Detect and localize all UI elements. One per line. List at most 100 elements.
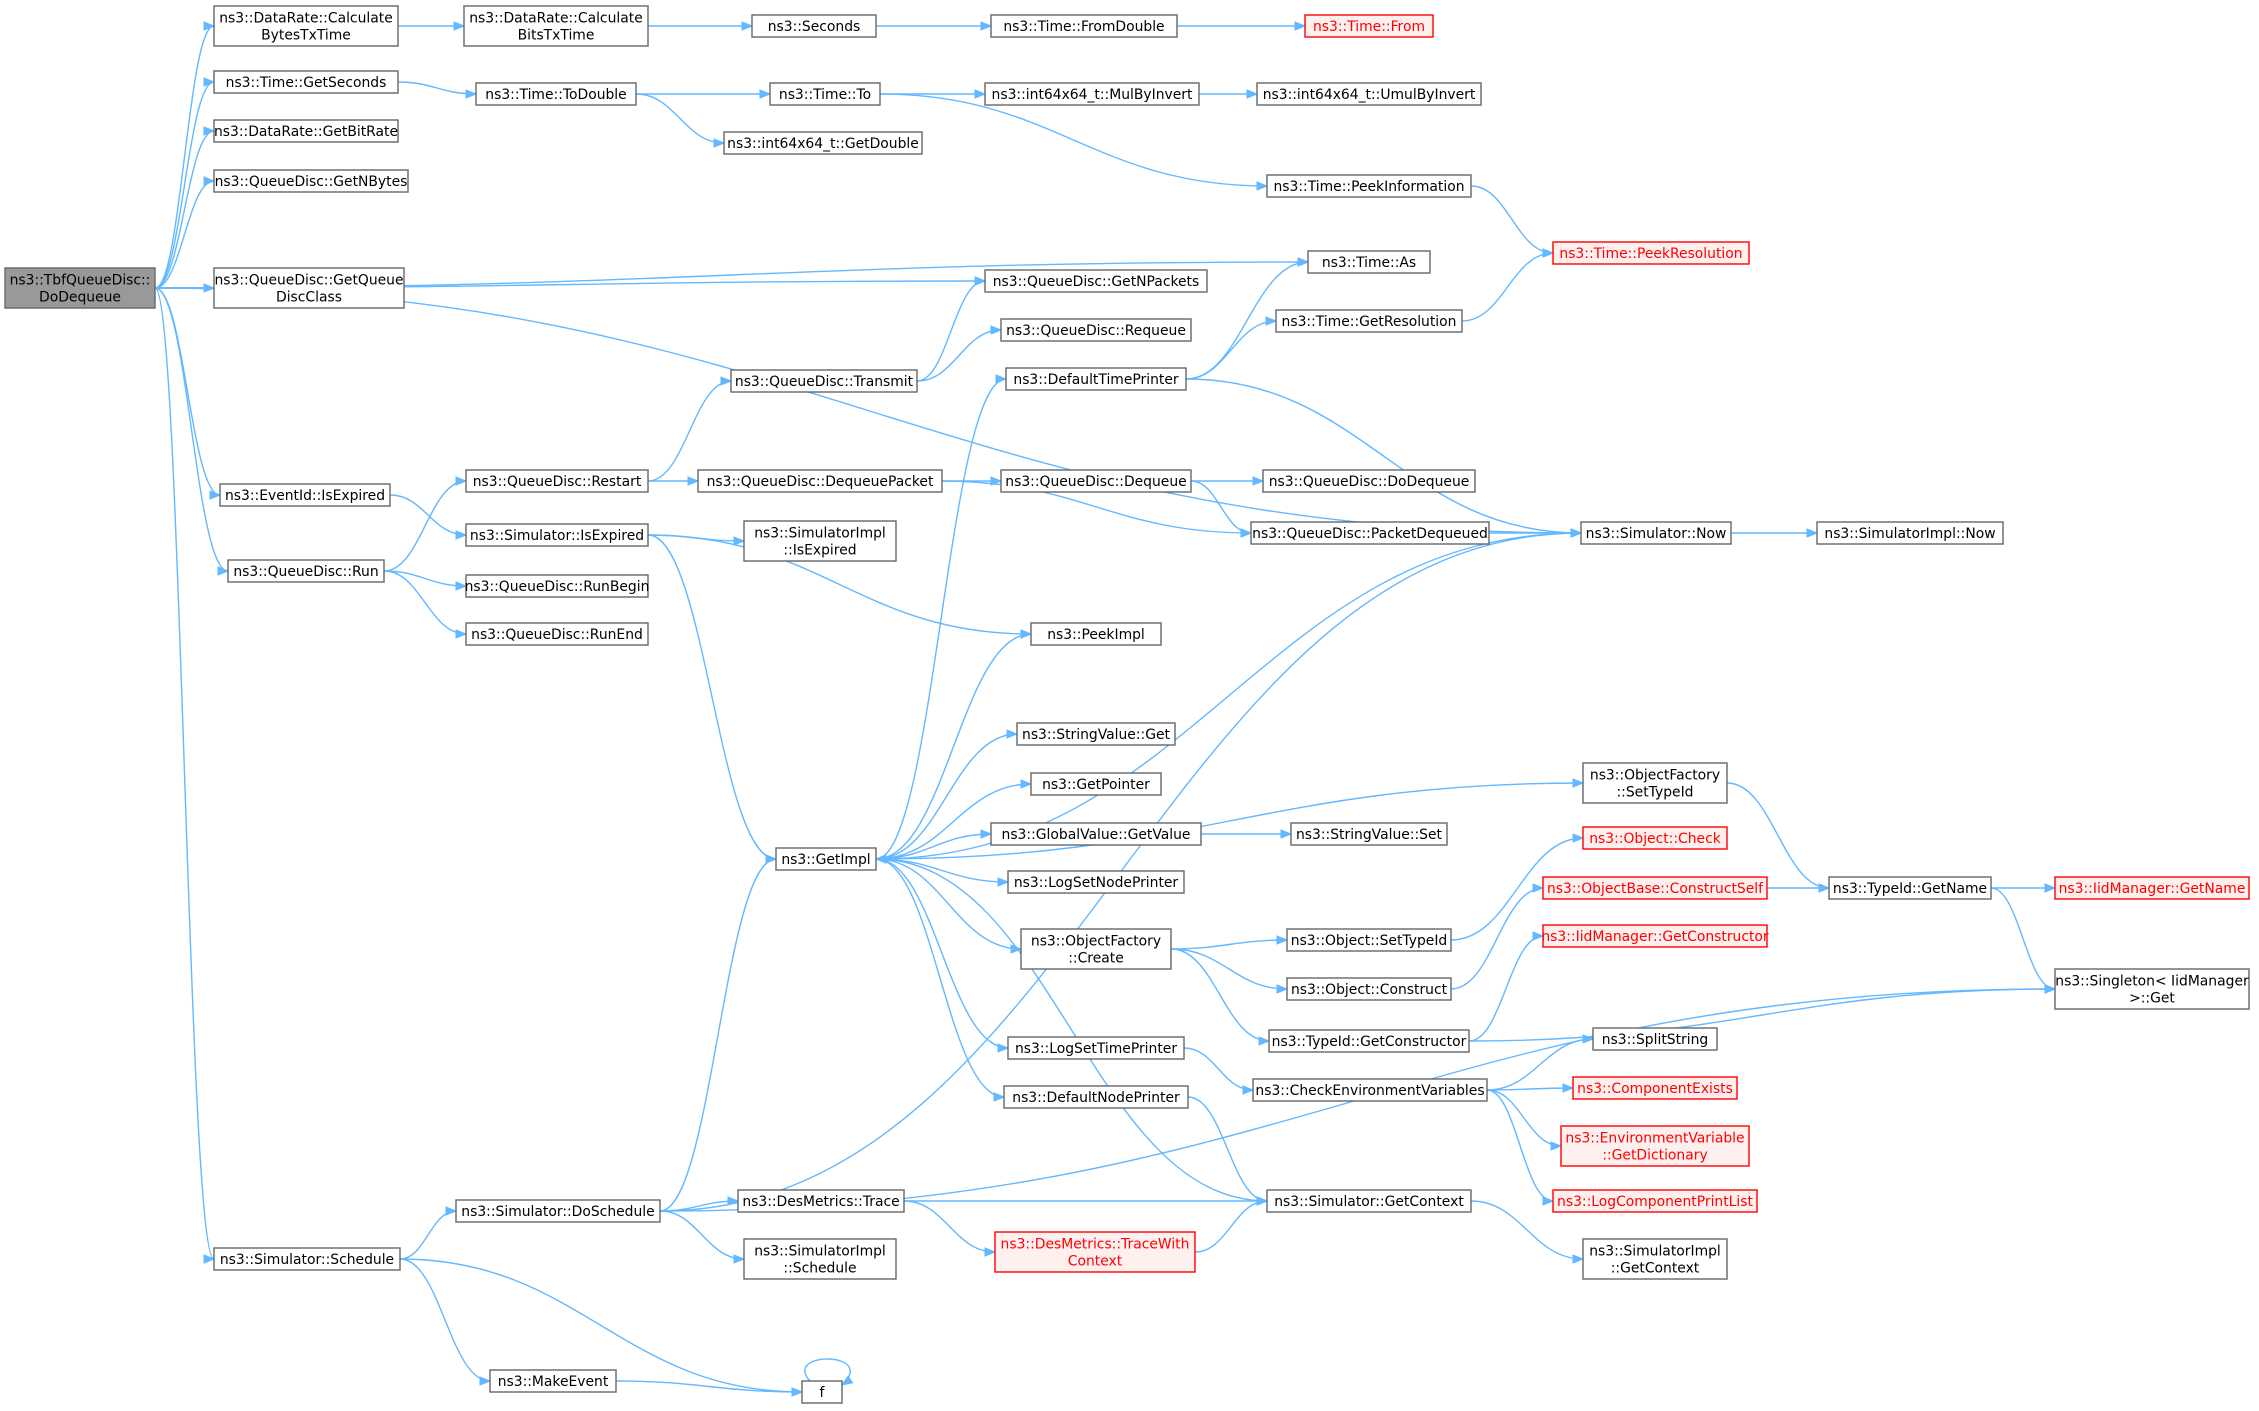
node-label: ns3::IidManager::GetName	[2059, 881, 2246, 897]
node-qd-runbegin[interactable]: ns3::QueueDisc::RunBegin	[465, 574, 650, 598]
node-simimpl-isexpired[interactable]: ns3::SimulatorImpl::IsExpired	[743, 520, 897, 562]
node-typeid-getname[interactable]: ns3::TypeId::GetName	[1828, 876, 1992, 900]
node-qd-getnpackets[interactable]: ns3::QueueDisc::GetNPackets	[984, 269, 1208, 293]
node-label: ::Schedule	[783, 1261, 856, 1277]
node-eventid-isexpired[interactable]: ns3::EventId::IsExpired	[219, 483, 391, 507]
node-seconds[interactable]: ns3::Seconds	[751, 14, 877, 38]
node-sim-getcontext[interactable]: ns3::Simulator::GetContext	[1266, 1189, 1472, 1213]
node-sim-now[interactable]: ns3::Simulator::Now	[1580, 521, 1732, 545]
node-defaultnodeprinter[interactable]: ns3::DefaultNodePrinter	[1003, 1085, 1189, 1109]
node-time-from[interactable]: ns3::Time::From	[1304, 14, 1434, 38]
node-object-settypeid[interactable]: ns3::Object::SetTypeId	[1286, 928, 1452, 952]
node-logcomponentprintlist[interactable]: ns3::LogComponentPrintList	[1552, 1189, 1758, 1213]
node-getimpl[interactable]: ns3::GetImpl	[775, 847, 877, 871]
node-label: ns3::SimulatorImpl	[754, 526, 886, 542]
node-time-peekresolution[interactable]: ns3::Time::PeekResolution	[1552, 241, 1750, 265]
node-peekimpl[interactable]: ns3::PeekImpl	[1030, 622, 1162, 646]
node-int64-mulbyinvert[interactable]: ns3::int64x64_t::MulByInvert	[984, 82, 1200, 106]
node-label: ns3::CheckEnvironmentVariables	[1255, 1083, 1484, 1099]
edge-qd_run-to-qd_restart	[383, 476, 468, 572]
node-time-peekinformation[interactable]: ns3::Time::PeekInformation	[1266, 174, 1472, 198]
node-label: ::Create	[1068, 951, 1124, 967]
node-object-construct[interactable]: ns3::Object::Construct	[1286, 977, 1452, 1001]
node-label: ::GetDictionary	[1602, 1148, 1707, 1164]
node-logsetnodeprinter[interactable]: ns3::LogSetNodePrinter	[1007, 870, 1185, 894]
node-qd-runend[interactable]: ns3::QueueDisc::RunEnd	[465, 622, 649, 646]
node-time-getseconds[interactable]: ns3::Time::GetSeconds	[213, 70, 399, 94]
node-label: ns3::DefaultNodePrinter	[1012, 1090, 1180, 1106]
node-desmetrics-trace[interactable]: ns3::DesMetrics::Trace	[737, 1189, 905, 1213]
node-label: ns3::GetPointer	[1042, 777, 1150, 793]
node-label: ns3::Object::Check	[1589, 831, 1721, 847]
node-object-check[interactable]: ns3::Object::Check	[1582, 826, 1728, 850]
node-dr-getbitrate[interactable]: ns3::DataRate::GetBitRate	[213, 119, 399, 143]
node-typeid-getconstructor[interactable]: ns3::TypeId::GetConstructor	[1268, 1029, 1470, 1053]
edge-sim_doschedule-to-simimpl_schedule	[659, 1210, 746, 1264]
node-label: ns3::Simulator::IsExpired	[470, 528, 644, 544]
node-getpointer[interactable]: ns3::GetPointer	[1030, 772, 1162, 796]
node-logsettimeprinter[interactable]: ns3::LogSetTimePrinter	[1007, 1036, 1185, 1060]
node-sim-doschedule[interactable]: ns3::Simulator::DoSchedule	[455, 1199, 661, 1223]
node-f[interactable]: f	[801, 1380, 843, 1404]
edge-int64_mulbyinvert-to-int64_umulbyinvert	[1199, 89, 1259, 99]
node-label: ns3::Time::FromDouble	[1003, 19, 1164, 35]
node-stringvalue-set[interactable]: ns3::StringValue::Set	[1290, 822, 1448, 846]
node-label: ns3::GetImpl	[781, 852, 870, 868]
node-sim-isexpired[interactable]: ns3::Simulator::IsExpired	[465, 523, 649, 547]
node-time-getresolution[interactable]: ns3::Time::GetResolution	[1275, 309, 1463, 333]
node-label: ns3::QueueDisc::GetQueue	[214, 273, 403, 289]
node-defaulttimeprinter[interactable]: ns3::DefaultTimePrinter	[1005, 367, 1187, 391]
node-time-todouble[interactable]: ns3::Time::ToDouble	[475, 82, 637, 106]
node-label: ns3::Simulator::GetContext	[1274, 1194, 1464, 1210]
node-splitstring[interactable]: ns3::SplitString	[1592, 1027, 1718, 1051]
edge-qd_restart-to-qd_dequeuepacket	[648, 476, 700, 486]
node-qd-transmit[interactable]: ns3::QueueDisc::Transmit	[730, 369, 918, 393]
node-iidmanager-getname[interactable]: ns3::IidManager::GetName	[2054, 876, 2250, 900]
edge-root-to-dr_calc_bytes	[154, 21, 216, 289]
node-qd-requeue[interactable]: ns3::QueueDisc::Requeue	[1000, 318, 1192, 342]
edge-sim_schedule-to-sim_doschedule	[399, 1206, 458, 1260]
node-qd-dequeuepacket[interactable]: ns3::QueueDisc::DequeuePacket	[697, 469, 943, 493]
edge-getimpl-to-defaultnodeprinter	[875, 858, 1006, 1102]
node-qd-packetdequeued[interactable]: ns3::QueueDisc::PacketDequeued	[1250, 521, 1490, 545]
node-int64-getdouble[interactable]: ns3::int64x64_t::GetDouble	[723, 131, 923, 155]
node-time-fromdouble[interactable]: ns3::Time::FromDouble	[990, 14, 1178, 38]
node-time-as[interactable]: ns3::Time::As	[1307, 250, 1431, 274]
node-simimpl-now[interactable]: ns3::SimulatorImpl::Now	[1816, 521, 2004, 545]
node-envvar-getdictionary[interactable]: ns3::EnvironmentVariable::GetDictionary	[1560, 1125, 1750, 1167]
node-qd-dequeue[interactable]: ns3::QueueDisc::Dequeue	[1000, 469, 1192, 493]
node-makeevent[interactable]: ns3::MakeEvent	[489, 1369, 617, 1393]
node-qd-run[interactable]: ns3::QueueDisc::Run	[227, 559, 385, 583]
node-componentexists[interactable]: ns3::ComponentExists	[1572, 1076, 1738, 1100]
edge-seconds-to-time_fromdouble	[876, 21, 993, 31]
node-label: ns3::EventId::IsExpired	[225, 488, 385, 504]
node-label: ns3::QueueDisc::GetNBytes	[215, 174, 408, 190]
edge-sim_now-to-simimpl_now	[1731, 528, 1819, 538]
node-objectbase-constructself[interactable]: ns3::ObjectBase::ConstructSelf	[1542, 876, 1768, 900]
edge-time_to-to-time_peekinformation	[879, 93, 1269, 191]
edge-sim_now-to-getimpl	[874, 532, 1582, 864]
node-iidmanager-getconstructor[interactable]: ns3::IidManager::GetConstructor	[1541, 924, 1769, 948]
node-stringvalue-get[interactable]: ns3::StringValue::Get	[1016, 722, 1176, 746]
node-simimpl-schedule[interactable]: ns3::SimulatorImpl::Schedule	[743, 1238, 897, 1280]
node-globalvalue-getvalue[interactable]: ns3::GlobalValue::GetValue	[990, 822, 1202, 846]
node-qd-getnbytes[interactable]: ns3::QueueDisc::GetNBytes	[213, 169, 409, 193]
node-checkenvvars[interactable]: ns3::CheckEnvironmentVariables	[1252, 1078, 1488, 1102]
node-sim-schedule[interactable]: ns3::Simulator::Schedule	[213, 1247, 401, 1271]
edge-eventid_isexpired-to-sim_isexpired	[389, 494, 468, 540]
node-qd-dodequeue[interactable]: ns3::QueueDisc::DoDequeue	[1262, 469, 1476, 493]
node-qd-restart[interactable]: ns3::QueueDisc::Restart	[465, 469, 649, 493]
node-root[interactable]: ns3::TbfQueueDisc::DoDequeue	[4, 267, 156, 309]
node-label: ns3::Object::Construct	[1291, 982, 1448, 998]
node-time-to[interactable]: ns3::Time::To	[769, 82, 881, 106]
node-simimpl-getcontext[interactable]: ns3::SimulatorImpl::GetContext	[1582, 1238, 1728, 1280]
node-singleton-get[interactable]: ns3::Singleton< IidManager >::Get	[2054, 968, 2250, 1010]
edge-desmetrics_trace-to-desmetrics_tracewithcontext	[903, 1200, 997, 1257]
node-objfactory-create[interactable]: ns3::ObjectFactory::Create	[1020, 928, 1172, 970]
node-objfactory-settypeid[interactable]: ns3::ObjectFactory::SetTypeId	[1582, 762, 1728, 804]
node-int64-umulbyinvert[interactable]: ns3::int64x64_t::UmulByInvert	[1256, 82, 1482, 106]
